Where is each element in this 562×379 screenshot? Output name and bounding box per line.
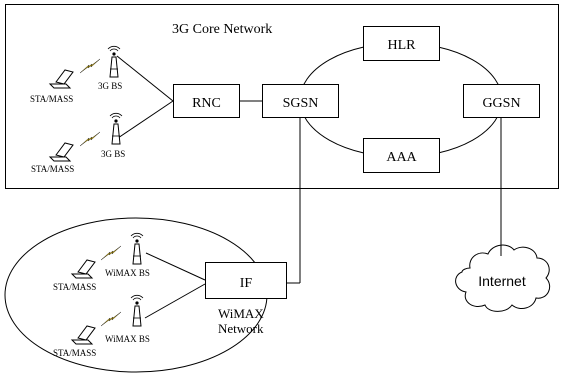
wimax-network-title-line2: Network [218, 321, 264, 336]
aaa-label: AAA [386, 150, 417, 165]
laptop-icon [71, 325, 96, 345]
bs-3g-label-bottom: 3G BS [101, 149, 125, 159]
tower-icon [130, 294, 144, 327]
bs-3g-label-top: 3G BS [98, 81, 122, 91]
ggsn-label: GGSN [482, 96, 520, 111]
link-bs-top-rnc [116, 55, 174, 102]
if-node [205, 262, 287, 299]
laptop-icon [71, 259, 96, 279]
sgsn-node [262, 84, 339, 118]
wimax-network-title-line1: WiMAX [218, 306, 264, 321]
tower-icon [130, 232, 144, 265]
hlr-label: HLR [388, 38, 417, 53]
aaa-node [363, 138, 440, 173]
if-label: IF [240, 276, 253, 291]
rnc-node [173, 84, 240, 118]
bs-wimax-label-top: WiMAX BS [105, 268, 150, 278]
hlr-node [363, 26, 440, 61]
link-wimax-bs-bottom-if [144, 283, 206, 319]
lightning-icon [100, 311, 122, 327]
ggsn-node [463, 84, 540, 118]
link-wimax-bs-top-if [145, 252, 206, 281]
sta-label-wimax-top: STA/MASS [53, 282, 96, 292]
rnc-label: RNC [192, 96, 221, 111]
link-bs-bottom-rnc [117, 100, 174, 139]
sgsn-label: SGSN [283, 96, 319, 111]
bs-wimax-label-bottom: WiMAX BS [105, 334, 150, 344]
internet-cloud-icon [455, 244, 551, 312]
sta-label-top: STA/MASS [30, 94, 73, 104]
sta-label-mid: STA/MASS [31, 164, 74, 174]
lightning-icon [100, 245, 122, 261]
sta-label-wimax-bottom: STA/MASS [53, 348, 96, 358]
internet-label: Internet [478, 273, 526, 289]
core-network-title: 3G Core Network [172, 22, 272, 37]
